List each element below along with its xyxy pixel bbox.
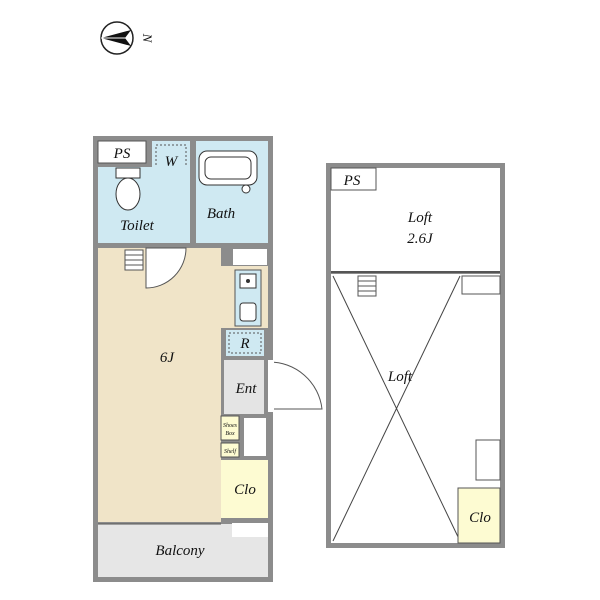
entrance-door-icon [268, 361, 323, 410]
main-floor-unit: PS W Toilet Bath 6J R Ent Shoes Box Shel… [93, 136, 323, 582]
loft-ladder-icon [124, 249, 144, 271]
compass: N [100, 21, 155, 55]
void-cross-line-2 [332, 275, 461, 542]
compass-north-label: N [140, 33, 155, 44]
closet-loft-label: Clo [469, 510, 491, 526]
ps-main-label: PS [113, 146, 131, 162]
utility-niche [244, 418, 266, 456]
storage-niche [233, 249, 267, 265]
shoes-box-label-line1: Shoes [223, 423, 238, 429]
fridge-space [226, 330, 264, 356]
shelf-label: Shelf [224, 448, 237, 455]
pipe-space-loft [330, 167, 377, 191]
balcony-label: Balcony [155, 543, 204, 559]
bathtub-icon [198, 150, 258, 194]
closet-main-label: Clo [234, 482, 256, 498]
toilet-room [98, 167, 190, 243]
toilet-label: Toilet [120, 218, 154, 234]
bath-label: Bath [207, 206, 235, 222]
balcony-niche [232, 523, 268, 537]
washer-label: W [165, 154, 179, 170]
main-room-door-icon [145, 247, 187, 289]
main-room [98, 248, 221, 522]
shelf [220, 442, 240, 458]
shoes-box-label-line2: Box [225, 431, 235, 437]
ps-loft-label: PS [343, 173, 361, 189]
loft-room-label: Loft [407, 210, 433, 226]
toilet-fixture-icon [115, 167, 141, 211]
closet-loft [457, 487, 501, 544]
closet-main [221, 460, 268, 518]
fridge-label: R [239, 336, 249, 352]
pipe-space [97, 140, 147, 164]
loft-room-size-label: 2.6J [407, 231, 434, 247]
main-room-label: 6J [160, 350, 176, 366]
sink-icon [239, 302, 257, 322]
loft-void-label: Loft [387, 369, 413, 385]
shoes-box [220, 415, 240, 441]
entrance [224, 360, 264, 414]
loft-ladder-top-icon [357, 275, 377, 297]
loft-floor-unit: PS Loft 2.6J Loft Clo [326, 163, 505, 548]
entrance-label: Ent [235, 381, 258, 397]
